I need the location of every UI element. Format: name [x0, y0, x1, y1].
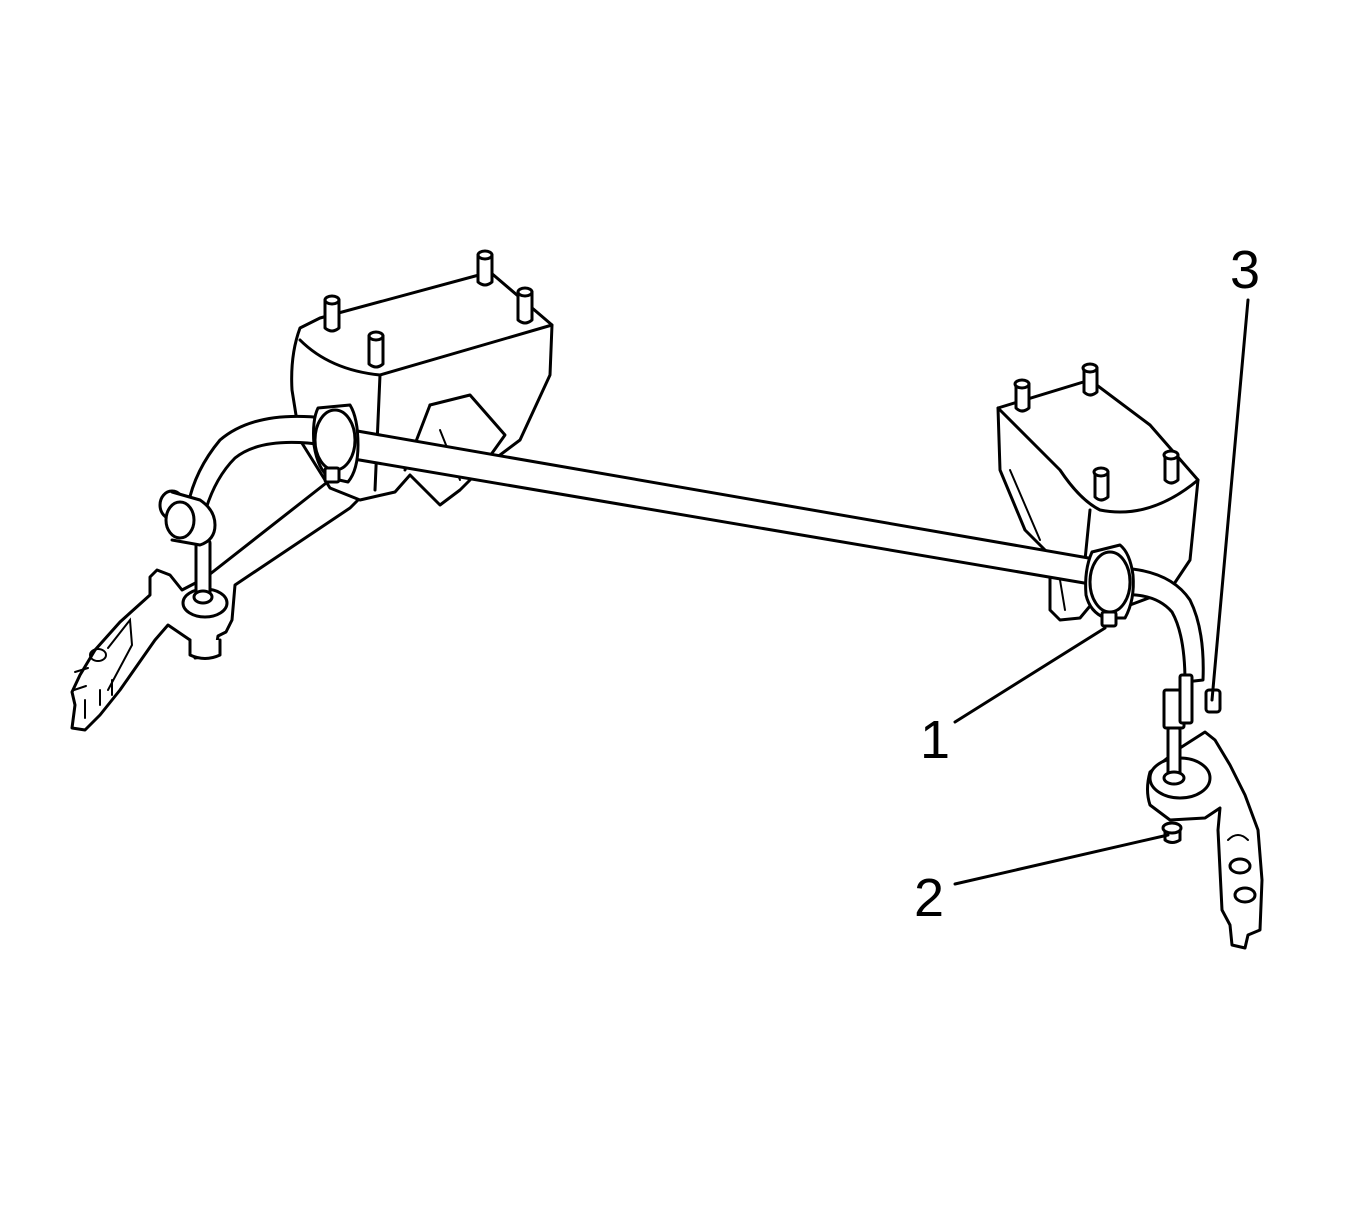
callout-2-label: 2 — [914, 868, 944, 928]
right-lower-control-arm — [1146, 730, 1264, 950]
left-lower-control-arm — [70, 478, 362, 732]
right-bracket-studs — [1013, 362, 1180, 502]
right-stabilizer-link — [1162, 673, 1194, 786]
right-frame-bracket — [996, 362, 1200, 622]
callout-1-label: 1 — [920, 710, 950, 770]
left-link-upper-bushing — [158, 489, 217, 547]
callout-3-label: 3 — [1230, 240, 1260, 300]
callout-2-leader — [953, 833, 1170, 886]
callout-1-leader — [953, 626, 1107, 724]
left-stabilizer-bushing — [312, 403, 360, 484]
right-stabilizer-bushing — [1084, 543, 1135, 628]
left-stabilizer-link — [192, 538, 214, 605]
callout-3-leader — [1210, 298, 1250, 702]
left-bracket-studs — [323, 249, 534, 369]
bracket-bolt-nut — [1100, 610, 1118, 628]
